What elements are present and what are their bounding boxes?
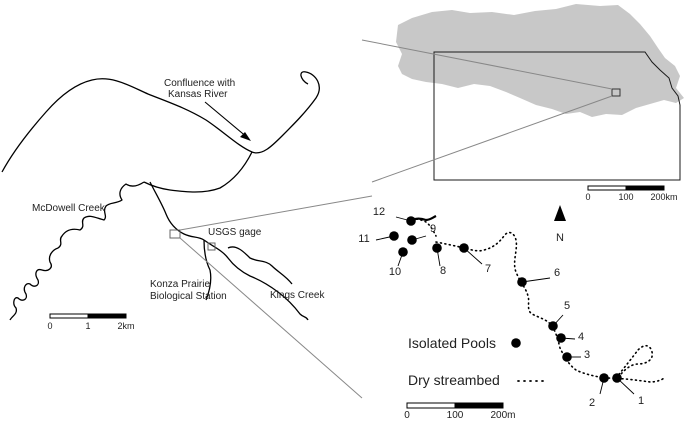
pool-site-4 xyxy=(556,333,566,343)
pool-site-7 xyxy=(459,243,469,253)
pool-label-12: 12 xyxy=(373,206,385,218)
creek-tributary-upper xyxy=(149,181,205,241)
north-arrow-icon xyxy=(554,205,566,221)
scalebar-detail-tick-1: 100 xyxy=(447,410,464,421)
scalebar-left: 0 1 2km xyxy=(47,313,135,331)
pool-site-11 xyxy=(389,231,399,241)
pool-site-12 xyxy=(406,216,416,226)
confluence-arrow-head xyxy=(240,132,251,141)
scalebar-state: 0 100 200km xyxy=(585,185,678,202)
stream-network xyxy=(1,71,320,321)
legend-pool-symbol xyxy=(511,338,521,348)
north-label: N xyxy=(556,232,564,244)
label-confluence-1: Confluence with xyxy=(164,78,235,89)
legend-isolated-pools-label: Isolated Pools xyxy=(408,335,496,351)
pool-label-10: 10 xyxy=(389,266,401,278)
kansas-state-outline xyxy=(433,51,681,181)
scalebar-state-tick-0: 0 xyxy=(585,192,590,202)
scalebar-left-tick-2: 2km xyxy=(117,321,134,331)
pool-label-7: 7 xyxy=(485,263,491,275)
label-confluence-2: Kansas River xyxy=(168,89,228,100)
kansas-river-lower xyxy=(143,151,253,193)
detail-area-box xyxy=(207,242,216,251)
pool-label-4: 4 xyxy=(578,331,584,343)
pool-label-2: 2 xyxy=(589,397,595,409)
kings-creek-branch xyxy=(227,246,293,285)
pool-site-1 xyxy=(612,373,622,383)
scalebar-state-tick-2: 200km xyxy=(650,192,677,202)
scalebar-left-tick-1: 1 xyxy=(85,321,90,331)
pool-site-5 xyxy=(548,321,558,331)
scalebar-detail-tick-0: 0 xyxy=(404,410,410,421)
pool-label-1: 1 xyxy=(638,395,644,407)
pool-label-11: 11 xyxy=(358,233,369,245)
state-inset: 0 100 200km xyxy=(361,4,684,202)
scalebar-left-tick-0: 0 xyxy=(47,321,52,331)
study-area-box xyxy=(611,88,621,97)
pool-site-6 xyxy=(517,277,527,287)
usgs-gage-box xyxy=(169,229,181,239)
north-arrow: N xyxy=(554,205,566,244)
pool-site-10 xyxy=(398,247,408,257)
kansas-river xyxy=(1,71,320,173)
detail-leader-bottom xyxy=(179,237,363,399)
kings-creek xyxy=(203,239,309,321)
mcdowell-creek xyxy=(9,181,145,321)
legend-dry-streambed-label: Dry streambed xyxy=(408,372,500,388)
label-kings-creek: Kings Creek xyxy=(270,290,325,301)
inset-leader-top xyxy=(361,39,613,90)
label-konza-1: Konza Prairie xyxy=(150,279,210,290)
pool-label-5: 5 xyxy=(564,300,570,312)
legend: Isolated Pools Dry streambed xyxy=(408,335,547,388)
scalebar-detail: 0 100 200m xyxy=(404,402,516,421)
pool-label-3: 3 xyxy=(584,349,590,361)
pool-label-6: 6 xyxy=(554,267,560,279)
label-mcdowell-creek: McDowell Creek xyxy=(32,203,106,214)
scalebar-detail-tick-2: 200m xyxy=(490,410,515,421)
kansas-river-watershed xyxy=(396,4,684,117)
pool-label-9: 9 xyxy=(430,223,436,235)
label-konza-2: Biological Station xyxy=(150,291,227,302)
detail-leader-top xyxy=(179,195,373,231)
pool-site-3 xyxy=(562,352,572,362)
scalebar-state-tick-1: 100 xyxy=(618,192,633,202)
label-usgs-gage: USGS gage xyxy=(208,227,262,238)
pool-site-2 xyxy=(599,373,609,383)
pool-label-8: 8 xyxy=(440,265,446,277)
dry-streambed xyxy=(411,218,665,383)
pool-site-8 xyxy=(432,243,442,253)
creek-tributary-south xyxy=(203,239,212,301)
inset-leader-bottom xyxy=(371,95,613,183)
confluence-arrow-line xyxy=(204,101,249,139)
pool-site-9 xyxy=(407,235,417,245)
